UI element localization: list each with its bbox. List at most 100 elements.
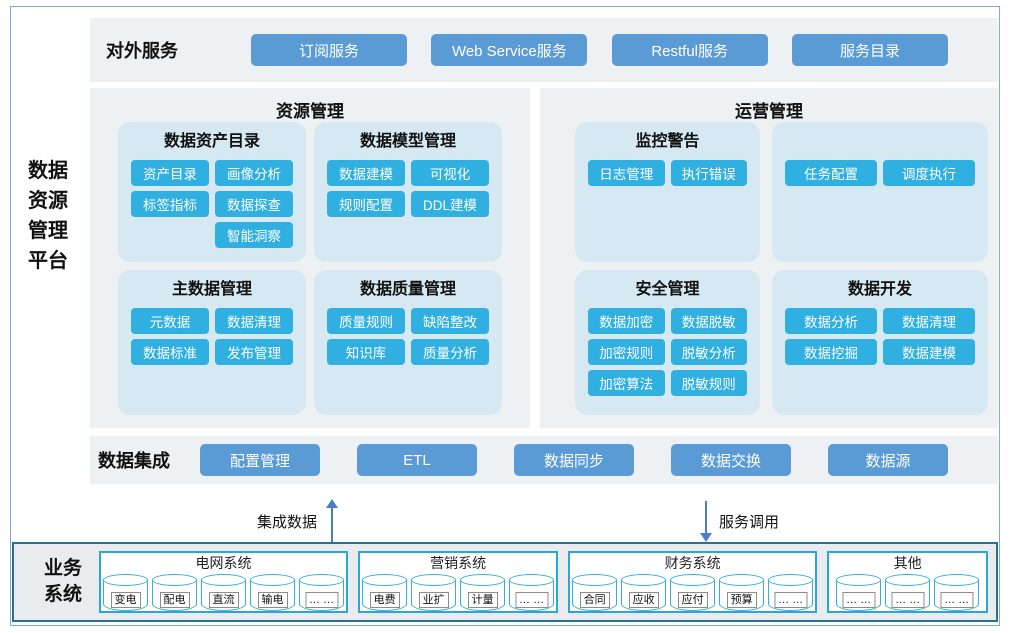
database-label: … …	[774, 592, 808, 608]
external-services-label: 对外服务	[106, 41, 178, 61]
database-cylinder-icon: 应收	[621, 574, 667, 611]
chip-grid: 数据加密数据脱敏加密规则脱敏分析加密算法脱敏规则	[588, 308, 747, 396]
group-title: 监控警告	[635, 133, 700, 150]
pill-button: 配置管理	[200, 444, 320, 476]
group-box-data-asset-catalog: 数据资产目录 资产目录画像分析标签指标数据探查智能洞察	[118, 122, 306, 262]
group-box-monitor-alert: 监控警告 日志管理执行错误	[575, 122, 760, 262]
data-integration-row: 数据集成 配置管理 ETL 数据同步 数据交换 数据源	[90, 436, 998, 484]
service-call-label: 服务调用	[719, 514, 780, 531]
feature-chip: 数据探查	[215, 191, 293, 217]
chip-grid: 质量规则缺陷整改知识库质量分析	[327, 308, 489, 365]
pill-button: Restful服务	[611, 34, 768, 66]
feature-chip: 加密算法	[588, 370, 665, 396]
database-cylinder-icon: 业扩	[411, 574, 457, 611]
management-panels: 资源管理 数据资产目录 资产目录画像分析标签指标数据探查智能洞察 数据模型管理 …	[90, 88, 998, 428]
pill-button: ETL	[357, 444, 477, 476]
feature-chip: 日志管理	[588, 160, 665, 186]
group-box-security-management: 安全管理 数据加密数据脱敏加密规则脱敏分析加密算法脱敏规则	[575, 270, 760, 415]
pill-button: Web Service服务	[431, 34, 588, 66]
group-title: 数据质量管理	[359, 281, 456, 298]
database-label: … …	[842, 592, 876, 608]
database-cylinder-icon: … …	[836, 574, 882, 611]
feature-chip: DDL建模	[411, 191, 489, 217]
feature-chip: 数据建模	[327, 160, 405, 186]
integrate-data-label: 集成数据	[257, 514, 318, 531]
feature-chip: 数据标准	[131, 339, 209, 365]
database-label: 直流	[208, 592, 239, 608]
database-cylinder-icon: … …	[768, 574, 814, 611]
system-title: 财务系统	[664, 555, 721, 571]
group-title: 安全管理	[635, 281, 700, 298]
database-cylinder-icon: 变电	[103, 574, 149, 611]
database-cylinder-icon: 预算	[719, 574, 765, 611]
feature-chip: 缺陷整改	[411, 308, 489, 334]
database-label: … …	[305, 592, 339, 608]
feature-chip: 数据建模	[883, 339, 975, 365]
feature-chip: 数据加密	[588, 308, 665, 334]
feature-chip: 质量规则	[327, 308, 405, 334]
chip-grid: 元数据数据清理数据标准发布管理	[131, 308, 293, 365]
database-label: 业扩	[418, 592, 449, 608]
database-label: … …	[891, 592, 925, 608]
group-title	[785, 130, 975, 154]
database-label: … …	[940, 592, 974, 608]
feature-chip: 数据挖掘	[785, 339, 877, 365]
database-label: 计量	[467, 592, 498, 608]
system-title: 其他	[893, 555, 922, 571]
database-label: … …	[515, 592, 549, 608]
operation-management-title: 运营管理	[735, 102, 803, 121]
pill-button: 服务目录	[791, 34, 948, 66]
database-label: 变电	[110, 592, 141, 608]
chip-grid: 任务配置调度执行	[785, 160, 975, 186]
database-row: 电费业扩 计量 … …	[362, 574, 555, 611]
database-label: 应付	[677, 592, 708, 608]
database-cylinder-icon: … …	[934, 574, 980, 611]
system-box-finance: 财务系统 合同 应收 应付 预算 … …	[568, 551, 818, 613]
feature-chip: 元数据	[131, 308, 209, 334]
database-cylinder-icon: 配电	[152, 574, 198, 611]
feature-chip: 脱敏分析	[670, 339, 747, 365]
database-cylinder-icon: 输电	[250, 574, 296, 611]
platform-title: 数据 资源 管理 平台	[28, 160, 68, 272]
database-cylinder-icon: 电费	[362, 574, 408, 611]
feature-chip: 脱敏规则	[670, 370, 747, 396]
database-label: 应收	[628, 592, 659, 608]
pill-button: 数据源	[828, 444, 948, 476]
chip-grid: 资产目录画像分析标签指标数据探查智能洞察	[131, 160, 293, 248]
group-title: 数据模型管理	[359, 133, 456, 150]
group-box-task-scheduling: 任务配置调度执行	[772, 122, 988, 262]
database-label: 合同	[579, 592, 610, 608]
feature-chip: 调度执行	[883, 160, 975, 186]
feature-chip: 规则配置	[327, 191, 405, 217]
feature-chip: 发布管理	[215, 339, 293, 365]
feature-chip: 任务配置	[785, 160, 877, 186]
feature-chip: 可视化	[411, 160, 489, 186]
database-row: 合同 应收 应付 预算 … …	[572, 574, 814, 611]
system-box-marketing: 营销系统 电费业扩 计量 … …	[358, 551, 559, 613]
feature-chip: 执行错误	[670, 160, 747, 186]
feature-chip: 标签指标	[131, 191, 209, 217]
pill-button: 数据交换	[671, 444, 791, 476]
feature-chip: 资产目录	[131, 160, 209, 186]
database-label: 预算	[726, 592, 757, 608]
group-title: 数据开发	[847, 281, 912, 298]
database-label: 配电	[159, 592, 190, 608]
system-title: 营销系统	[430, 555, 487, 571]
feature-chip: 知识库	[327, 339, 405, 365]
panel-resource-management: 资源管理 数据资产目录 资产目录画像分析标签指标数据探查智能洞察 数据模型管理 …	[90, 88, 530, 428]
database-cylinder-icon: … …	[509, 574, 555, 611]
data-integration-label: 数据集成	[98, 451, 170, 471]
group-title: 主数据管理	[171, 281, 252, 298]
pill-button: 数据同步	[514, 444, 634, 476]
database-cylinder-icon: … …	[299, 574, 345, 611]
panel-operation-management: 运营管理 监控警告 日志管理执行错误 任务配置调度执行 安全管理 数据加密数据脱…	[540, 88, 998, 428]
diagram-frame	[10, 6, 1000, 626]
database-cylinder-icon: 应付	[670, 574, 716, 611]
data-integration-buttons: 配置管理 ETL 数据同步 数据交换 数据源	[186, 444, 998, 476]
feature-chip: 加密规则	[588, 339, 665, 365]
